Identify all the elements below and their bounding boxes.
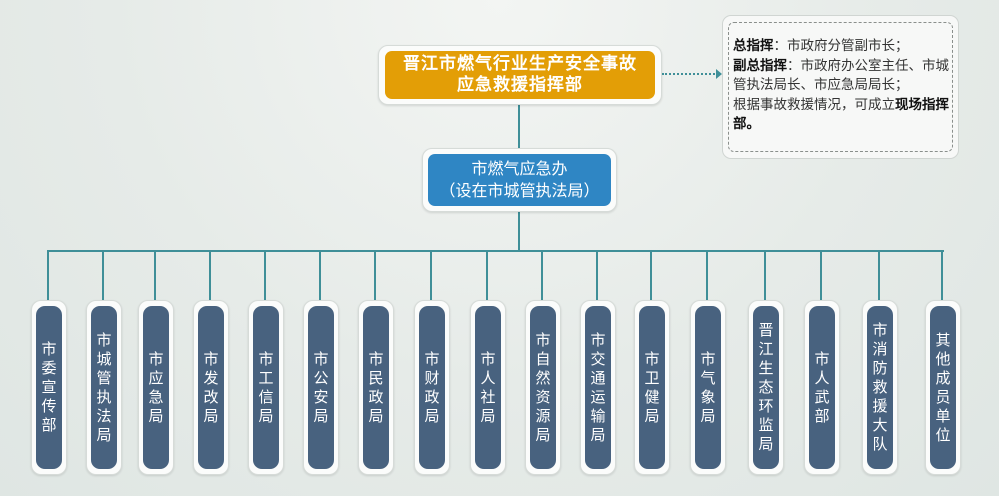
department-box: 市人社局 bbox=[470, 300, 506, 475]
department-label: 市财政局 bbox=[424, 349, 440, 425]
department-box: 市发改局 bbox=[193, 300, 229, 475]
department-label: 晋江生态环监局 bbox=[758, 321, 774, 453]
department-label: 市委宣传部 bbox=[41, 340, 57, 434]
department-connector bbox=[650, 250, 652, 300]
department-connector bbox=[706, 250, 708, 300]
connector-office-bus bbox=[518, 210, 520, 251]
department-box: 市民政局 bbox=[358, 300, 394, 475]
department-label: 市消防救援大队 bbox=[872, 321, 888, 453]
department-label: 市人武部 bbox=[814, 349, 830, 425]
department-connector bbox=[486, 250, 488, 300]
department-connector bbox=[154, 250, 156, 300]
department-connector bbox=[820, 250, 822, 300]
department-bus-line bbox=[48, 250, 944, 252]
dotted-arrow-line bbox=[662, 73, 718, 75]
department-label: 市发改局 bbox=[203, 349, 219, 425]
department-label: 市气象局 bbox=[700, 349, 716, 425]
arrow-head-icon bbox=[716, 69, 722, 79]
department-box: 市人武部 bbox=[804, 300, 840, 475]
department-box: 市公安局 bbox=[303, 300, 339, 475]
department-box: 市委宣传部 bbox=[31, 300, 67, 475]
department-connector bbox=[430, 250, 432, 300]
department-connector bbox=[47, 250, 49, 300]
department-connector bbox=[374, 250, 376, 300]
department-label: 市人社局 bbox=[480, 349, 496, 425]
office-title: 市燃气应急办 bbox=[471, 159, 568, 178]
extra-text: 根据事故救援情况，可成立 bbox=[733, 96, 895, 113]
department-label: 市城管执法局 bbox=[96, 330, 112, 444]
extra-bold: 现场指挥部。 bbox=[733, 96, 949, 133]
department-label: 市卫健局 bbox=[644, 349, 660, 425]
commander-label: 总指挥 bbox=[733, 38, 774, 54]
department-connector bbox=[209, 250, 211, 300]
department-box: 市交通运输局 bbox=[580, 300, 616, 475]
headquarters-box: 晋江市燃气行业生产安全事故 应急救援指挥部 bbox=[378, 45, 662, 105]
department-connector bbox=[764, 250, 766, 300]
deputy-label: 副总指挥 bbox=[733, 57, 787, 74]
department-connector bbox=[264, 250, 266, 300]
department-label: 其他成员单位 bbox=[935, 330, 951, 444]
deputy-text: ：市政府办公室主任、市城管执法局长、市应急局局长； bbox=[733, 57, 949, 94]
office-subtitle: （设在市城管执法局） bbox=[439, 181, 600, 200]
department-box: 其他成员单位 bbox=[925, 300, 961, 475]
department-connector bbox=[541, 250, 543, 300]
headquarters-title-line1: 晋江市燃气行业生产安全事故 bbox=[403, 54, 637, 74]
department-box: 晋江生态环监局 bbox=[748, 300, 784, 475]
department-connector bbox=[878, 250, 880, 300]
connector-head-office bbox=[518, 103, 520, 150]
department-box: 市自然资源局 bbox=[525, 300, 561, 475]
commander-text: ：市政府分管副市长； bbox=[773, 38, 909, 54]
department-label: 市交通运输局 bbox=[590, 330, 606, 444]
command-note-box: 总指挥：市政府分管副市长； 副总指挥：市政府办公室主任、市城管执法局长、市应急局… bbox=[722, 15, 959, 159]
department-label: 市自然资源局 bbox=[535, 330, 551, 444]
department-box: 市工信局 bbox=[248, 300, 284, 475]
headquarters-title-line2: 应急救援指挥部 bbox=[457, 75, 583, 95]
department-box: 市消防救援大队 bbox=[862, 300, 898, 475]
department-box: 市应急局 bbox=[138, 300, 174, 475]
department-label: 市公安局 bbox=[313, 349, 329, 425]
department-connector bbox=[596, 250, 598, 300]
department-connector bbox=[941, 250, 943, 300]
gas-emergency-office-box: 市燃气应急办 （设在市城管执法局） bbox=[422, 148, 617, 212]
department-label: 市民政局 bbox=[368, 349, 384, 425]
department-connector bbox=[319, 250, 321, 300]
department-connector bbox=[102, 250, 104, 300]
department-box: 市城管执法局 bbox=[86, 300, 122, 475]
department-box: 市财政局 bbox=[414, 300, 450, 475]
department-label: 市应急局 bbox=[148, 349, 164, 425]
department-box: 市卫健局 bbox=[634, 300, 670, 475]
department-box: 市气象局 bbox=[690, 300, 726, 475]
department-label: 市工信局 bbox=[258, 349, 274, 425]
